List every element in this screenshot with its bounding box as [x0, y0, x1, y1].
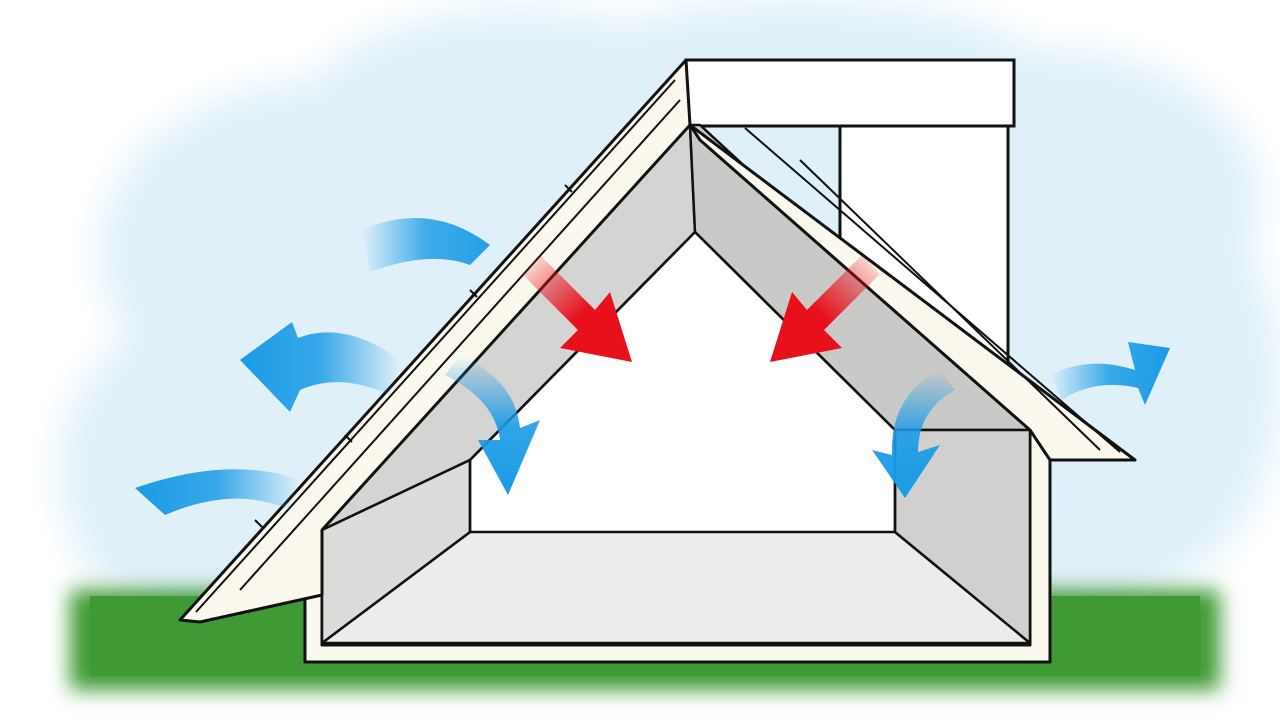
warm-air-arrow-left: [522, 255, 632, 362]
cold-air-arrow-right-inward: [872, 370, 955, 498]
roof: [178, 58, 1137, 624]
cold-air-arrow-left-middle: [240, 322, 400, 412]
warm-air-arrow-right: [770, 255, 880, 362]
cold-air-arrow-right-outside: [1050, 342, 1170, 405]
cold-air-arrow-left-inward: [445, 355, 540, 495]
cold-air-arrow-left-bottom: [135, 469, 300, 515]
cold-air-arrow-left-top: [362, 218, 490, 272]
